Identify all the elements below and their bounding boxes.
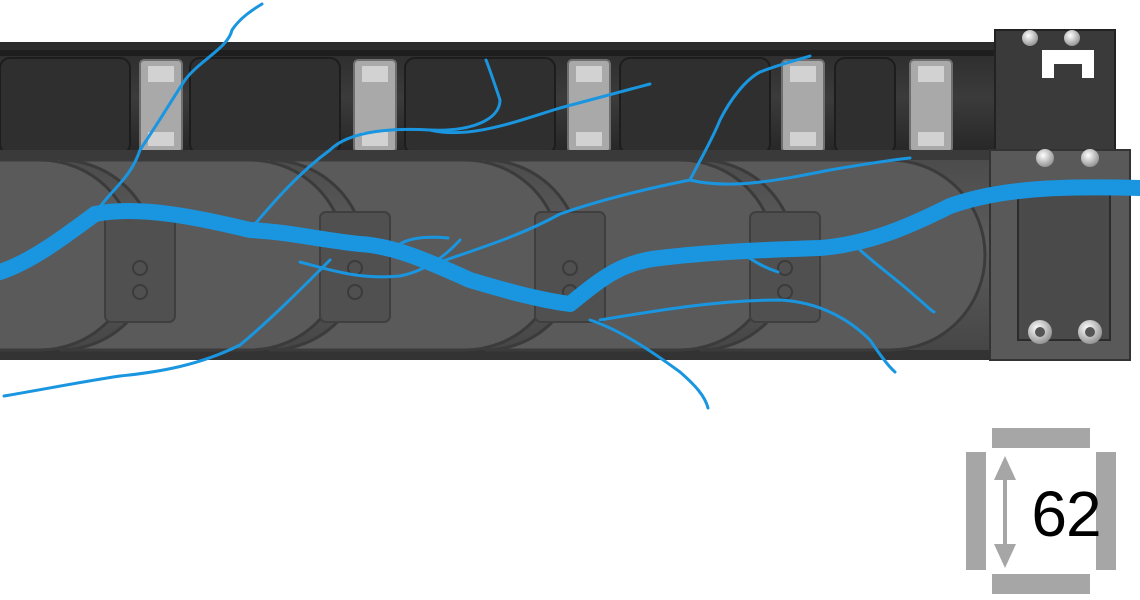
badge-frame (966, 428, 1116, 594)
crossbar-group (139, 59, 953, 153)
inner-height-badge: 62 (966, 428, 1116, 594)
crack-overlay (0, 2, 1140, 410)
chain-back-row (0, 29, 1116, 155)
height-arrow-icon (994, 456, 1016, 568)
inner-height-value: 62 (1031, 478, 1101, 550)
chain-front-row (0, 149, 1131, 361)
